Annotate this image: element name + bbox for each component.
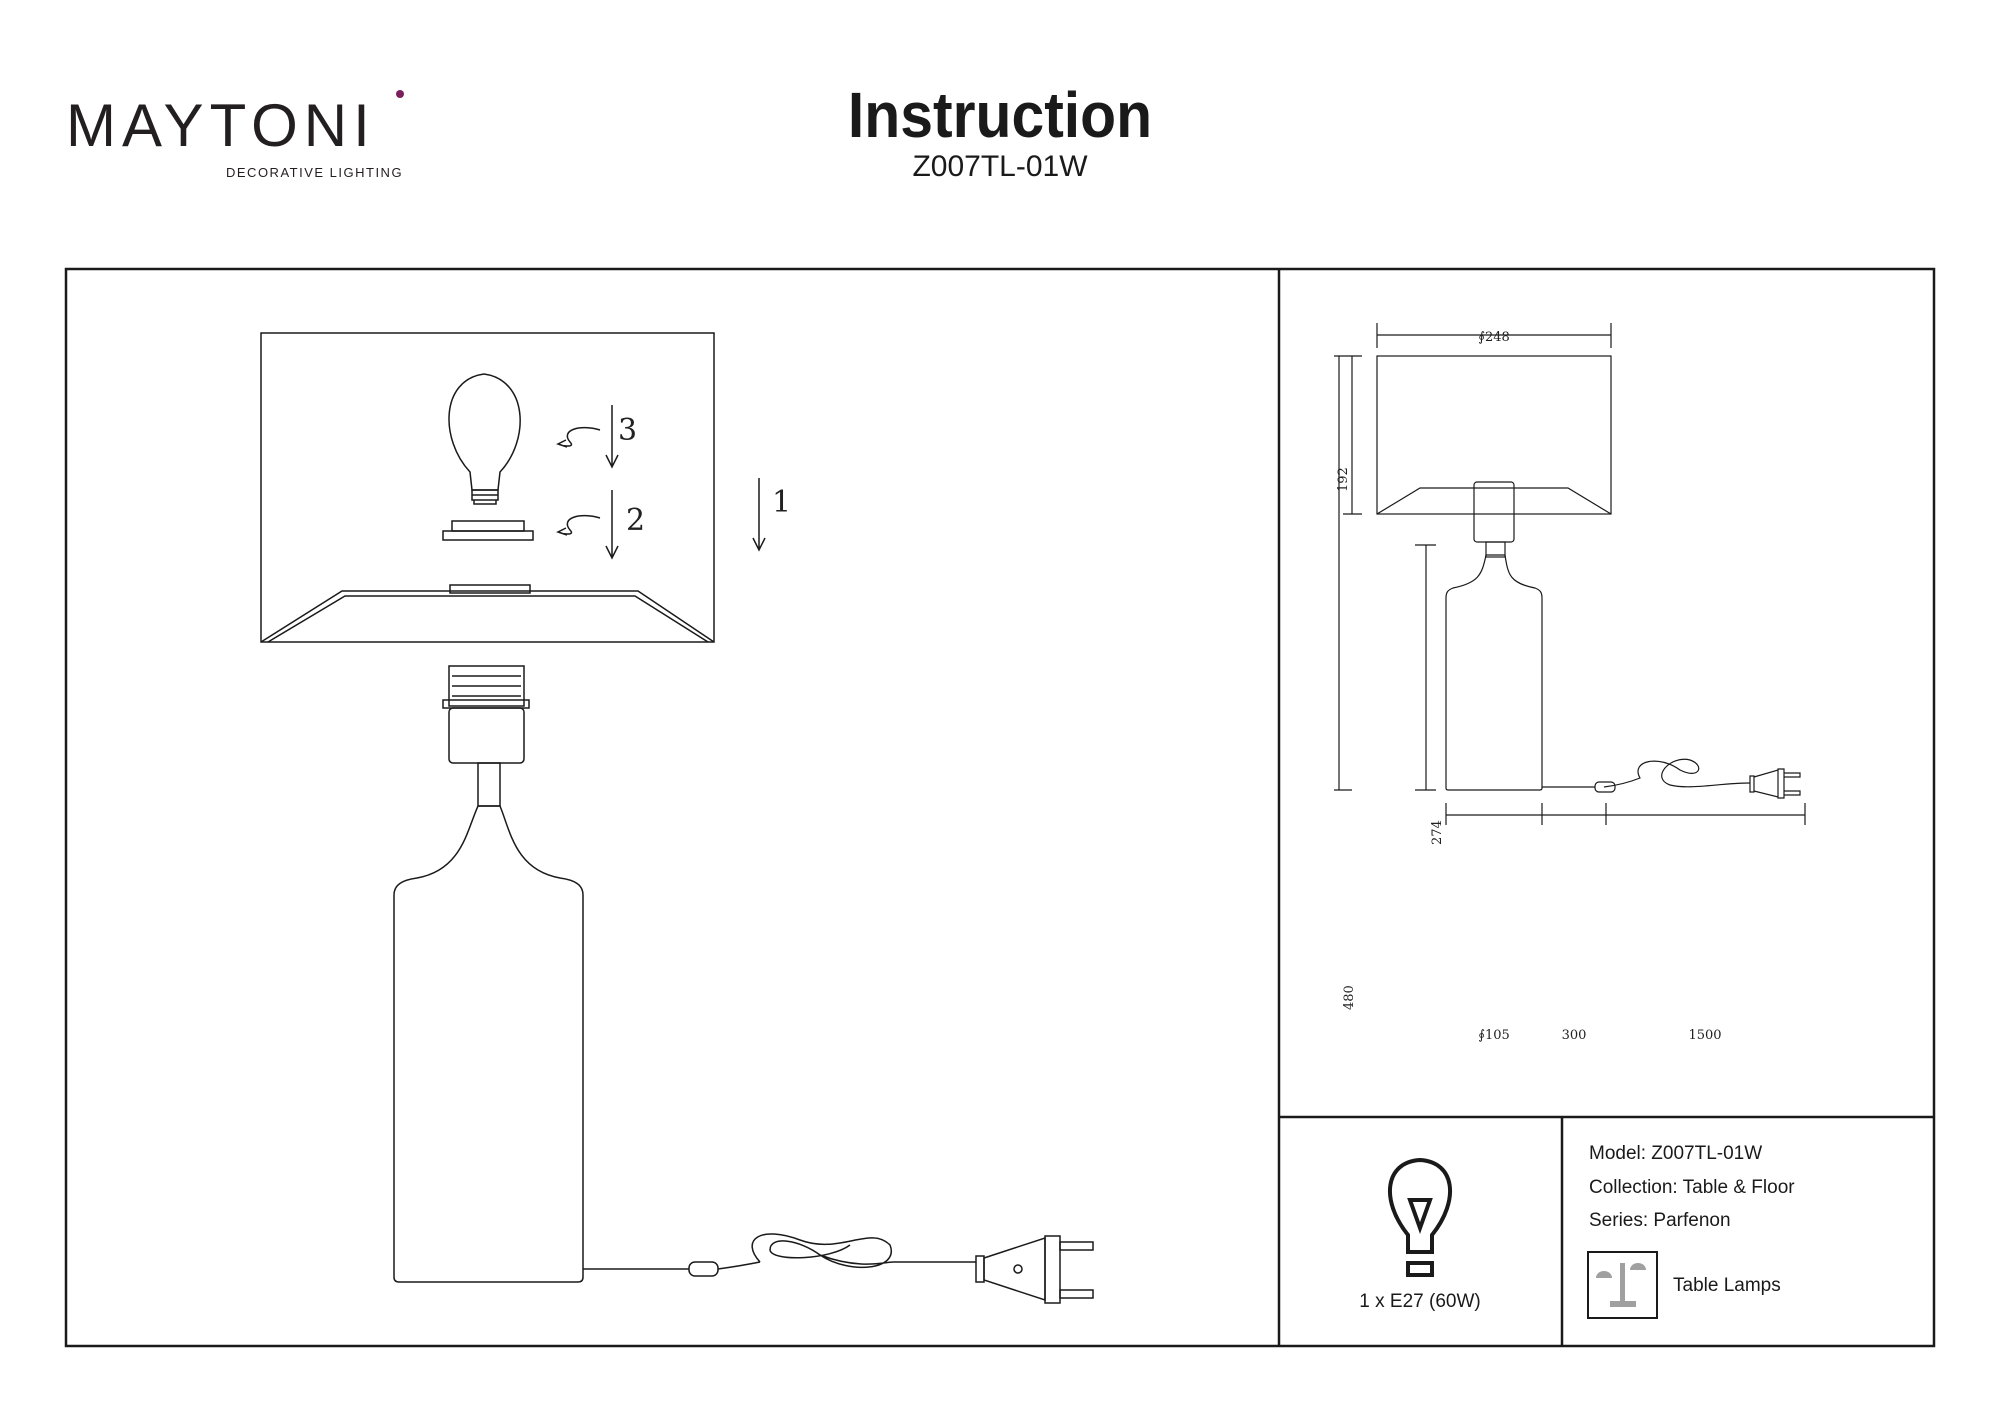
step-2-label: 2: [626, 503, 645, 538]
main-frame: [64, 267, 1936, 1348]
bulb-icon: [448, 373, 521, 491]
spec-series: Series: Parfenon: [1589, 1210, 1731, 1231]
lamp-shade: [260, 332, 715, 643]
step-1-label: 1: [772, 485, 791, 520]
dim-base-diameter: ∮105: [1478, 1028, 1510, 1043]
step-3-label: 3: [618, 413, 637, 448]
spec-type: Table Lamps: [1673, 1275, 1781, 1296]
cord-coil: [751, 1233, 976, 1268]
lamp-socket: [448, 665, 525, 707]
plug-icon: [975, 1235, 1094, 1304]
logo-dot: [396, 90, 404, 98]
shade-ring: [442, 530, 534, 541]
cord-switch: [688, 1261, 719, 1277]
maytoni-logo: MAYTONI: [66, 92, 376, 159]
dim-cord-switch: 300: [1562, 1028, 1587, 1043]
spec-collection: Collection: Table & Floor: [1589, 1177, 1795, 1198]
bulb-spec: 1 x E27 (60W): [1359, 1291, 1481, 1312]
rotate-arrow-icon: [556, 405, 766, 560]
lamp-base: [393, 805, 584, 1283]
table-lamp-category-icon: [1587, 1251, 1658, 1319]
dim-cord-plug: 1500: [1688, 1028, 1721, 1043]
assembly-drawing: [260, 332, 1094, 1304]
logo-tagline: DECORATIVE LIGHTING: [226, 165, 404, 180]
dim-total-height: 480: [1342, 985, 1357, 1010]
spec-model: Model: Z007TL-01W: [1589, 1143, 1763, 1164]
model-code: Z007TL-01W: [912, 150, 1088, 183]
dim-base-height: 274: [1430, 820, 1445, 845]
table-lamp-icon: [1596, 1263, 1646, 1307]
bulb-spec-icon: [1387, 1157, 1453, 1277]
dimension-drawing: [1334, 323, 1806, 825]
dim-shade-diameter: ∮248: [1478, 330, 1510, 345]
dim-shade-height: 192: [1336, 467, 1351, 492]
page-title: Instruction: [847, 79, 1153, 151]
